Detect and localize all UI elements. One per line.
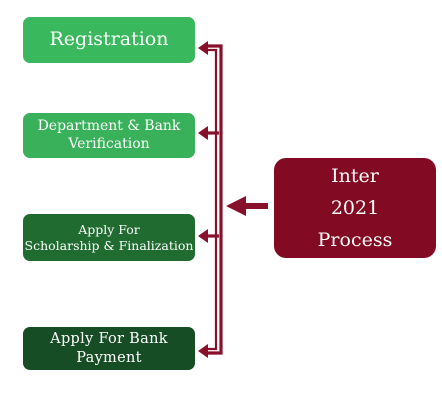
step-department-label-line2: Verification xyxy=(68,135,150,152)
step-registration-label: Registration xyxy=(49,28,169,51)
bracket-inner xyxy=(204,48,218,351)
step-apply-bank-payment: Apply For Bank Payment xyxy=(23,327,195,370)
step-scholarship-label-line1: Apply For xyxy=(78,221,140,237)
step-department-label-line1: Department & Bank xyxy=(37,118,181,134)
step-scholarship-label-line2: Scholarship & Finalization xyxy=(24,237,194,253)
arrowhead-step1 xyxy=(198,41,208,55)
process-label-line2: 2021 xyxy=(330,197,380,219)
bracket-outer xyxy=(204,44,223,355)
process-box: Inter 2021 Process xyxy=(274,158,436,258)
arrowhead-step4 xyxy=(198,344,208,358)
step-department-bank-verification: Department & Bank Verification xyxy=(23,113,195,158)
step-registration: Registration xyxy=(23,17,195,63)
arrowhead-step2 xyxy=(198,126,208,140)
arrowhead-process xyxy=(226,196,246,216)
process-label-line3: Process xyxy=(317,229,393,251)
process-label-line1: Inter xyxy=(331,165,379,187)
step-payment-label-line1: Apply For Bank xyxy=(50,331,168,348)
step-payment-label-line2: Payment xyxy=(76,349,142,366)
arrowhead-step3 xyxy=(198,229,208,243)
step-apply-scholarship: Apply For Scholarship & Finalization xyxy=(23,214,195,261)
